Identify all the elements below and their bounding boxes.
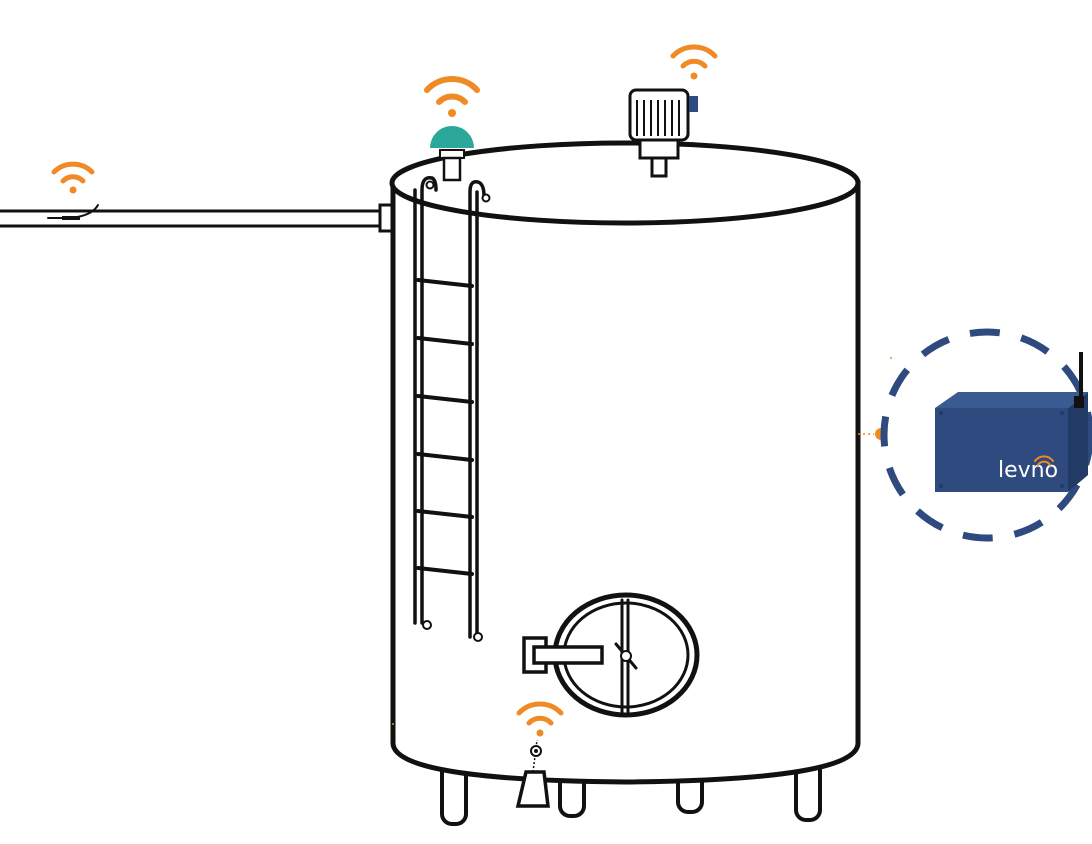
ladder	[413, 176, 491, 642]
device-brand: levno	[998, 458, 1058, 483]
wifi-signal-icon	[424, 76, 480, 117]
beacon-sensor-icon	[430, 126, 474, 182]
brand-wifi-icon	[1034, 455, 1054, 466]
device-dashed-ring	[880, 328, 1092, 542]
outlet-valve-icon	[515, 739, 550, 808]
levno-device: levno	[880, 328, 1092, 542]
tank-top-rim	[389, 140, 861, 226]
inlet-pipe	[0, 203, 394, 233]
wifi-signal-icon	[670, 44, 718, 80]
tank-body	[389, 140, 861, 785]
temperature-probe-icon	[47, 204, 99, 220]
level-sensor-icon	[628, 88, 698, 178]
wifi-signal-icon	[516, 701, 564, 737]
manway-door	[522, 592, 700, 718]
wifi-signal-icon	[51, 161, 95, 194]
